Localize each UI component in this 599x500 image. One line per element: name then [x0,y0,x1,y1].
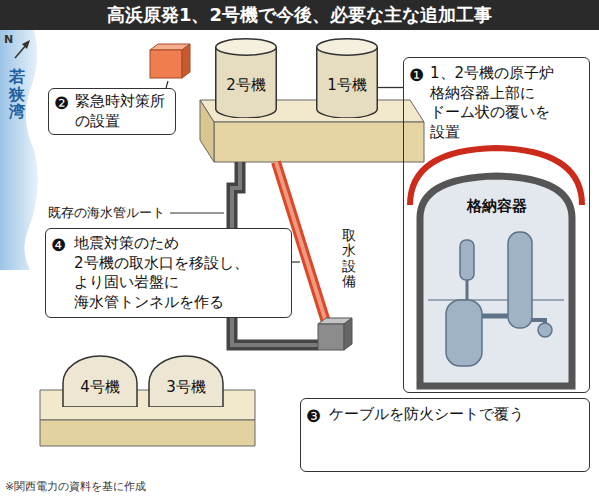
drawing-part [214,122,424,162]
drawing-part [40,420,255,446]
callout-number: ❸ [306,405,321,427]
cylinder-top [317,39,378,56]
drawing-part [466,280,469,300]
emergency-center [150,44,190,78]
north-mark: N [4,33,13,47]
callout-box: ❷ 緊急時対策所 の設置 [48,88,176,135]
pipe-label: 既存の海水管ルート [48,205,165,221]
callout-box: ❹ 地震対策のため 2号機の取水口を移設し、 より固い岩盤に 海水管トンネルを作る [45,228,292,318]
containment-vessel: 格納容器 [421,173,573,387]
compass [15,40,30,58]
facility-label: 取水設備 [342,228,356,290]
title-text: 高浜原発1、2号機で今後、必要な主な追加工事 [0,0,599,30]
drawing-part [538,323,552,337]
callout-number: ❷ [54,92,69,114]
cylinder-top [216,39,277,56]
callout-box: ❶ 1、2号機の原子炉 格納容器上部に ドーム状の覆いを 設置格納容器 [403,57,590,393]
reactor-dome: 4号機 [62,355,138,407]
drawing-part [344,318,352,350]
reactor-dome: 3号機 [148,355,224,407]
callout-number: ❹ [51,234,66,256]
source-note: ※関西電力の資料を基に作成 [5,480,146,494]
sea-name: 若狭湾 [9,68,25,121]
leader-connector [378,87,403,88]
cylinder-body [317,47,378,118]
drawing-part [482,314,508,319]
node-text: 緊急時対策所 の設置 [75,92,169,131]
drawing-part [508,232,532,328]
drawing-part [200,100,214,162]
node-text: 2号機 [226,76,266,96]
drawing-part [318,324,344,350]
containment-illustration [410,148,582,386]
leader-line [170,212,224,213]
leader-line [292,261,300,262]
reactor-building: 2号機 [215,38,277,118]
sea [0,30,38,270]
node-text: 3号機 [166,378,206,398]
drawing-part [460,240,474,280]
drawing-part [446,300,482,366]
reactor-building: 1号機 [316,38,378,118]
node-text: ケーブルを防火シートで覆う [329,405,581,425]
drawing-part [428,299,564,301]
cylinder-body [216,47,277,118]
node-text: 格納容器 [421,197,573,217]
dome-body [149,356,223,407]
intake-facility [318,318,352,350]
callout-box: ❸ ケーブルを防火シートで覆う [300,398,590,472]
drawing-part [182,44,190,78]
drawing-part [150,50,182,78]
drawing-part [22,40,30,49]
node-text: 1、2号機の原子炉 格納容器上部に ドーム状の覆いを 設置 [430,64,583,142]
node-text: 4号機 [80,378,120,398]
drawing-part [420,176,572,386]
leader-line [166,81,168,88]
node-text: 1号機 [327,76,367,96]
callout-number: ❶ [409,64,424,86]
dome-body [63,356,137,407]
node-text: 地震対策のため 2号機の取水口を移設し、 より固い岩盤に 海水管トンネルを作る [74,234,283,312]
